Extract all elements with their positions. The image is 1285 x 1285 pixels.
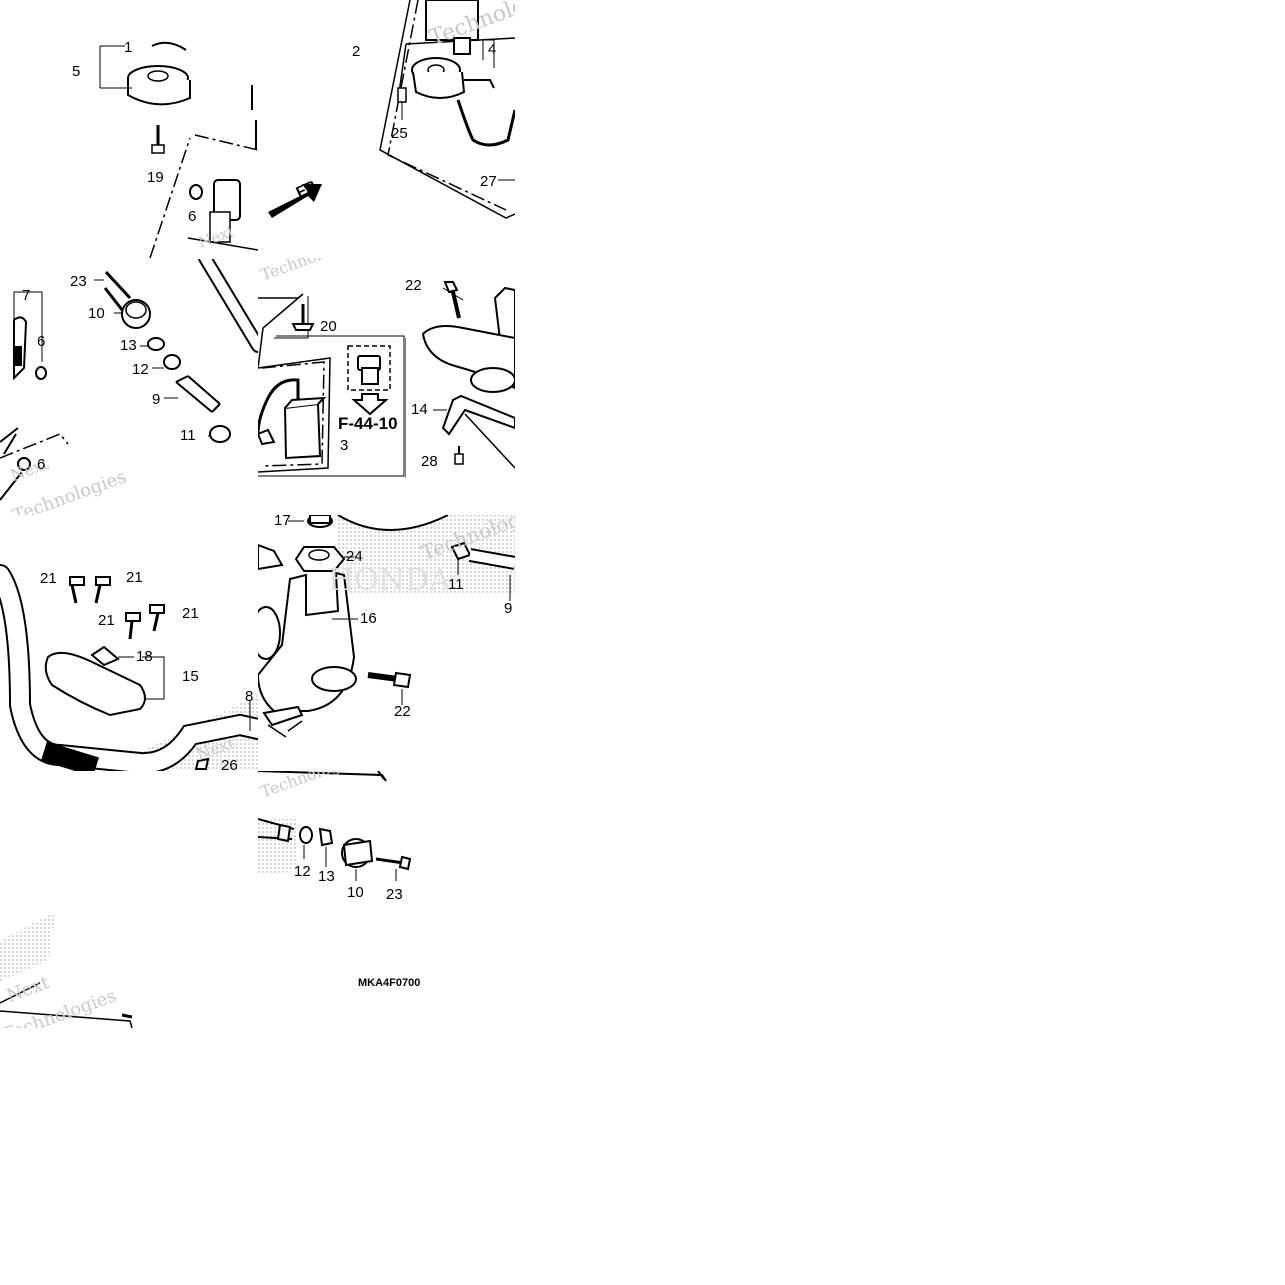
small-parts-upper-art <box>94 270 231 443</box>
tile-steering-stem-art <box>258 515 515 738</box>
callout-label: 11 <box>448 576 464 593</box>
tile-middle-left-art <box>0 258 258 501</box>
callout-label: 21 <box>40 570 57 587</box>
tile-top-middle: Technologies FR. 2 4 25 27 <box>258 0 515 258</box>
callout-label: 22 <box>405 277 422 294</box>
tile-handlebar: Next 21 21 21 21 18 15 8 26 <box>0 515 258 771</box>
callout-label: 26 <box>221 757 238 771</box>
tile-center-art <box>258 293 405 477</box>
callout-label: 3 <box>340 437 349 454</box>
tile-lower-center: Technologies 12 13 10 23 MKA4F0700 <box>258 771 515 1028</box>
callout-label: 18 <box>136 648 153 665</box>
callout-label: 17 <box>274 515 291 529</box>
callout-label: 9 <box>504 600 513 617</box>
tile-lower-left-art <box>0 911 133 1028</box>
diagram-code: MKA4F0700 <box>358 977 421 989</box>
callout-label: 1 <box>124 39 133 56</box>
tile-middle-right: 22 14 28 <box>405 258 515 515</box>
callout-label: 7 <box>22 287 31 304</box>
tile-lower-left: Next Technologies <box>0 771 258 1028</box>
tile-center: Technologies F-44-10 20 26 3 <box>258 258 515 515</box>
callout-label: 13 <box>120 337 137 354</box>
callout-label: 21 <box>182 605 199 622</box>
tile-middle-center-left <box>0 258 258 259</box>
callout-label: 2 <box>352 43 361 60</box>
callout-label: 15 <box>182 668 199 685</box>
tile-lower-center-art <box>258 771 412 881</box>
callout-label: 24 <box>346 548 363 565</box>
callout-label: 19 <box>147 169 164 186</box>
callout-label: 23 <box>70 273 87 290</box>
callout-label: 27 <box>480 173 497 190</box>
callout-label: 14 <box>411 401 428 418</box>
tile-handlebar-art <box>0 564 258 771</box>
tile-small-parts-upper: 23 10 13 12 9 11 <box>60 258 258 515</box>
watermark: HONDA <box>328 563 451 598</box>
callout-label: 11 <box>180 427 196 444</box>
callout-label: 4 <box>488 41 497 58</box>
callout-label: 21 <box>126 569 143 586</box>
callout-label: 10 <box>347 884 364 901</box>
callout-label: 28 <box>421 453 438 470</box>
callout-label: 26 <box>258 368 259 383</box>
tile-steering-stem: HONDA Technologies 17 24 16 22 11 9 <box>258 515 515 771</box>
callout-label: 12 <box>132 361 149 378</box>
callout-label: 21 <box>98 612 115 629</box>
callout-label: 8 <box>245 688 254 705</box>
callout-label: 9 <box>152 391 161 408</box>
tile-top-left-art <box>99 41 258 258</box>
callout-label: 20 <box>320 318 337 335</box>
tile-middle-right-art <box>405 281 515 478</box>
callout-label: 23 <box>386 886 403 903</box>
callout-label: 25 <box>391 125 408 142</box>
tile-top-middle-art <box>268 0 515 219</box>
callout-label: 5 <box>72 63 81 80</box>
callout-label: 13 <box>318 868 335 885</box>
callout-label: 6 <box>188 208 197 225</box>
callout-label: 12 <box>294 863 311 880</box>
tile-top-left: Next 1 5 19 6 <box>0 0 258 258</box>
callout-label: 10 <box>88 305 105 322</box>
callout-label: 16 <box>360 610 377 627</box>
reference-label: F-44-10 <box>338 414 398 433</box>
callout-label: 22 <box>394 703 411 720</box>
callout-label: 6 <box>37 333 46 350</box>
callout-label: 6 <box>37 456 46 473</box>
